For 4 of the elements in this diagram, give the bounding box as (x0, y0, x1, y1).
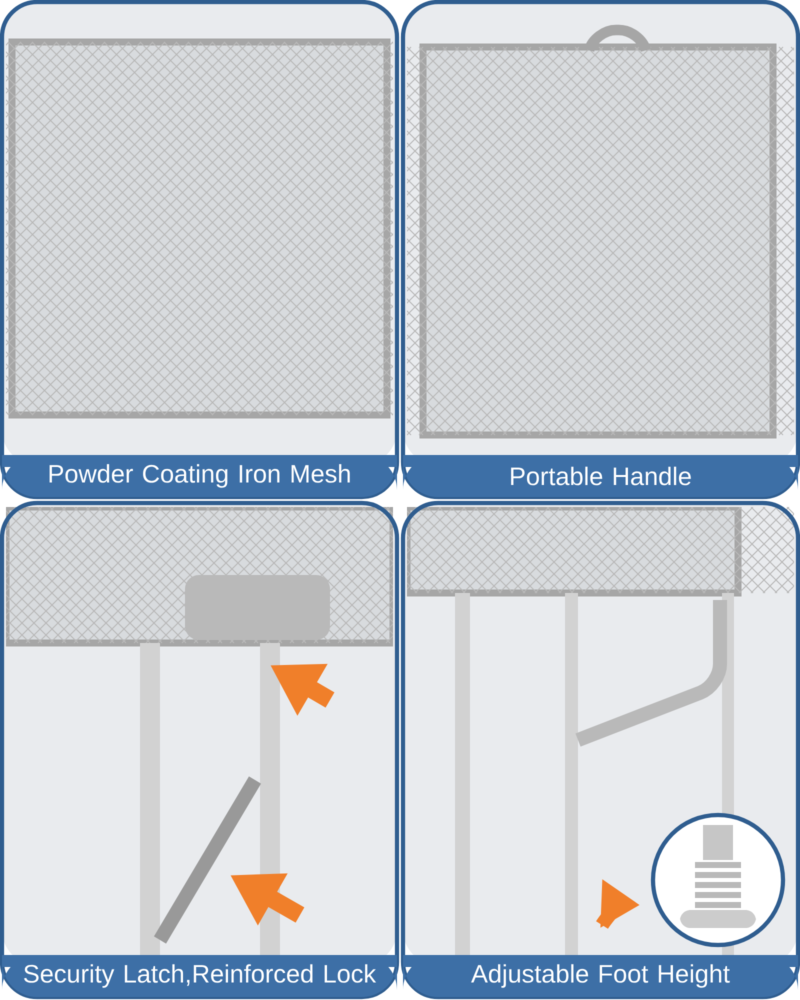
caption-panel: Portable Handle (400, 0, 800, 500)
caption-panel: Security Latch,Reinforced Lock (0, 500, 400, 1000)
caption-panel: Adjustable Foot Height (400, 500, 800, 1000)
caption-panel: Powder Coating Iron Mesh (0, 0, 400, 500)
